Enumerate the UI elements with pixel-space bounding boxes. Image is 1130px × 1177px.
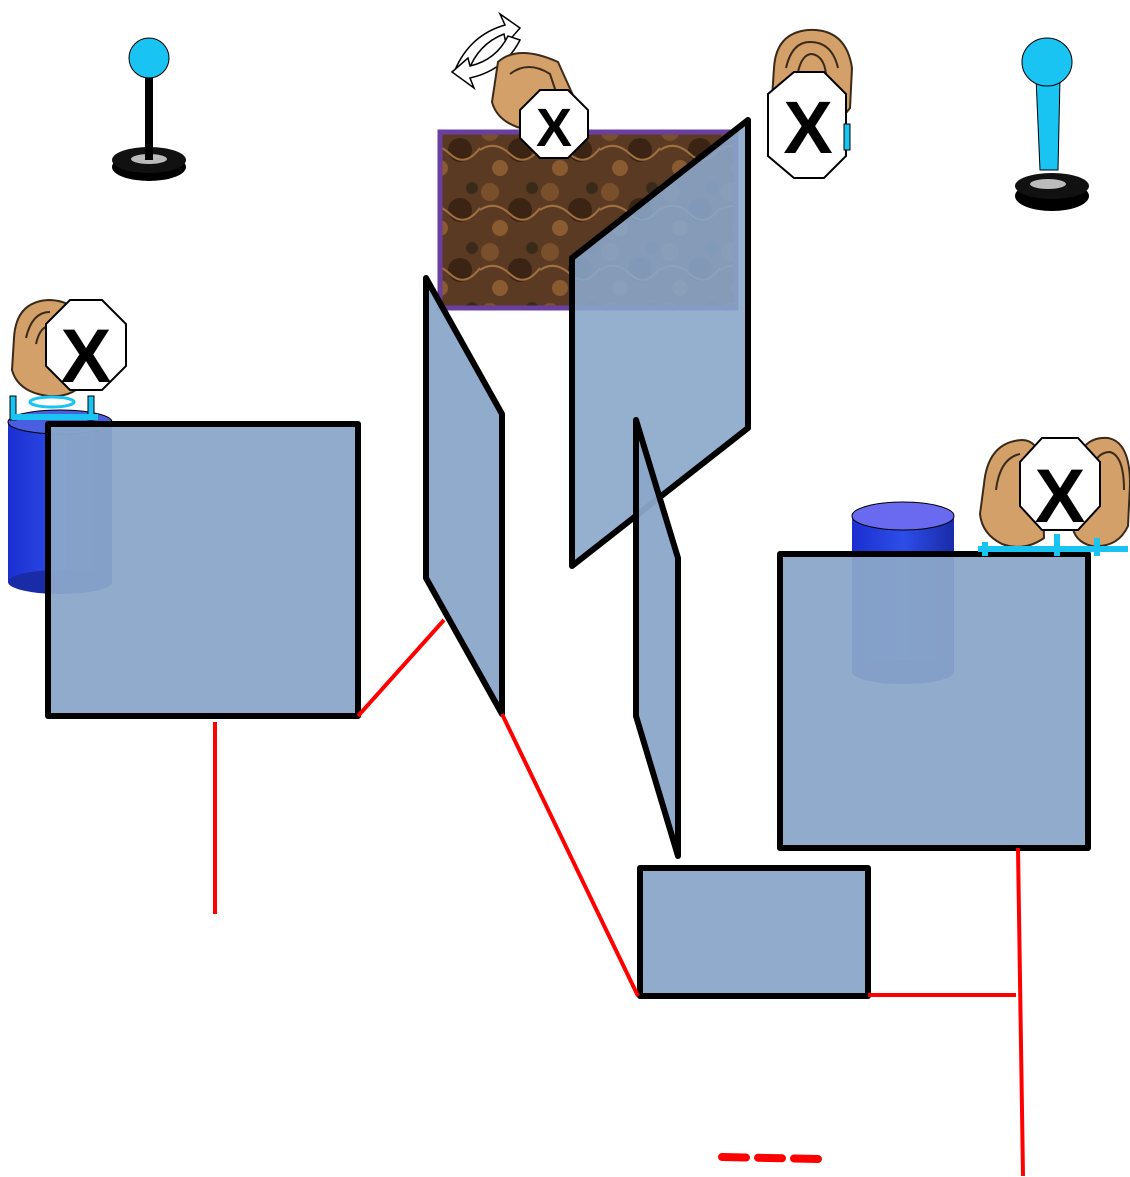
connector-line [1016,847,1025,1177]
hand-with-x-sign-icon: X [490,52,589,159]
x-mark-label: X [783,86,832,169]
continuation-dashes [718,1153,824,1163]
x-mark-label: X [536,98,572,158]
panel-angled-left [423,275,505,717]
glass-panel-upper-right [569,117,751,569]
joystick-left-icon [112,37,186,181]
panel-bottom-middle [637,865,871,999]
panel-right [777,551,1091,851]
panel-left [45,421,361,719]
x-mark-label: X [1035,454,1086,539]
panel-angled-middle [633,417,681,859]
x-mark-label: X [61,314,112,399]
connector-line [500,713,640,997]
hand-with-x-sign-icon: X [978,436,1130,556]
connector-line [356,618,446,718]
rotate-arrow-icon [450,11,522,91]
hand-with-x-sign-icon: X [9,298,127,421]
joystick-right-icon [1015,37,1089,211]
connector-lines [213,618,1025,1177]
hand-with-x-sign-icon: X [767,28,854,179]
